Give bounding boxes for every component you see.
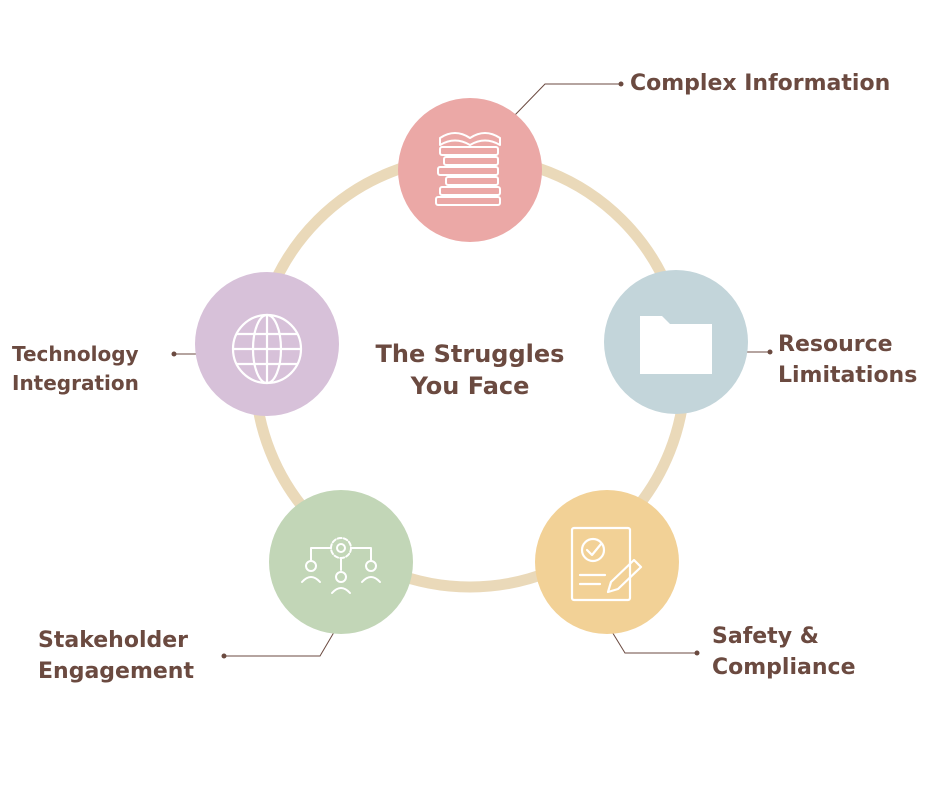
- label-complex-information: Complex Information: [630, 68, 890, 99]
- diagram-title-line-2: You Face: [410, 372, 530, 400]
- node-complex-information: [398, 98, 542, 242]
- label-technology-integration: Technology Integration: [12, 340, 139, 398]
- label-line: Complex Information: [630, 71, 891, 96]
- checklist-icon: [570, 526, 643, 602]
- connector-dot-technology-integration: [171, 351, 177, 357]
- globe-icon: [231, 313, 303, 385]
- label-line: Resource: [778, 332, 893, 357]
- connector-dot-safety-compliance: [694, 650, 700, 656]
- label-stakeholder-engagement: Stakeholder Engagement: [38, 625, 194, 687]
- books-icon: [435, 132, 501, 206]
- connector-dot-resource-limitations: [767, 349, 773, 355]
- label-line: Compliance: [712, 655, 856, 680]
- label-line: Integration: [12, 371, 139, 395]
- label-resource-limitations: Resource Limitations: [778, 329, 917, 391]
- node-technology-integration: [195, 272, 339, 416]
- label-line: Technology: [12, 342, 139, 366]
- connector-dot-stakeholder-engagement: [221, 653, 227, 659]
- connector-dot-complex-information: [618, 81, 624, 87]
- node-circle-complex-information: [398, 98, 542, 242]
- label-line: Stakeholder: [38, 628, 189, 653]
- label-line: Safety &: [712, 624, 819, 649]
- node-stakeholder-engagement: [269, 490, 413, 634]
- label-line: Limitations: [778, 363, 918, 388]
- node-safety-compliance: [535, 490, 679, 634]
- team-gear-icon: [301, 537, 381, 594]
- label-safety-compliance: Safety & Compliance: [712, 621, 855, 683]
- folder-icon: [640, 316, 712, 374]
- connector-complex-information: [513, 83, 621, 117]
- node-circle-safety-compliance: [535, 490, 679, 634]
- diagram-title-line-1: The Struggles: [375, 340, 565, 368]
- node-resource-limitations: [604, 270, 748, 414]
- label-line: Engagement: [38, 659, 194, 684]
- diagram-title: The Struggles You Face: [330, 338, 610, 402]
